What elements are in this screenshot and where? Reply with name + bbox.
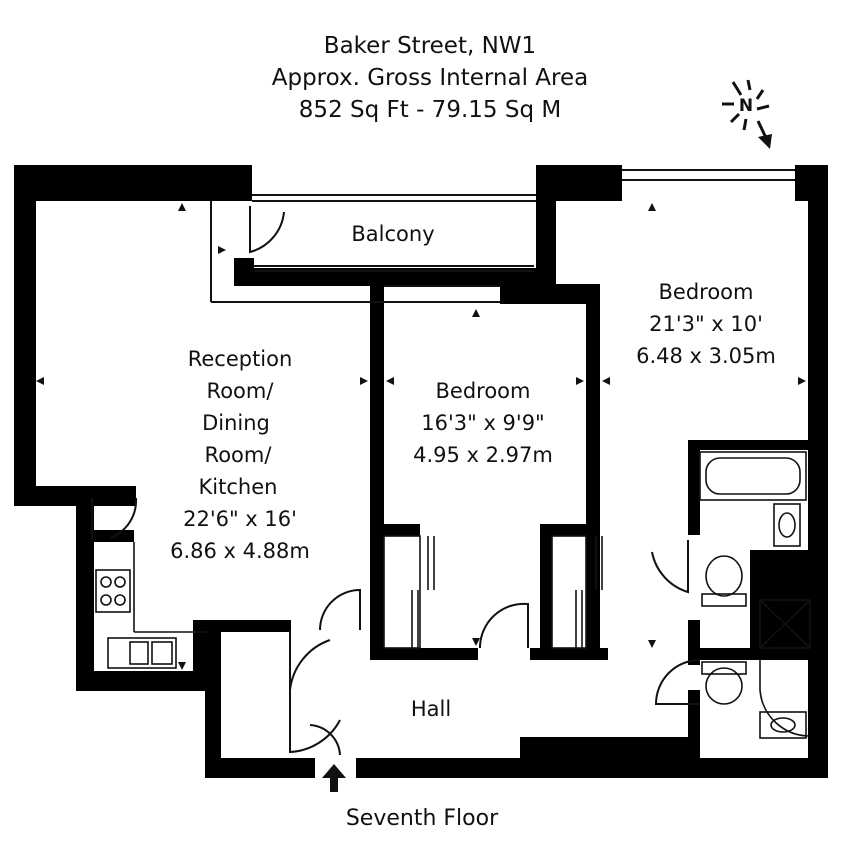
room-label-reception-5: Kitchen (199, 475, 278, 499)
room-dims-bedroom-1-imperial: 16'3" x 9'9" (421, 411, 544, 435)
plan-area-label: Approx. Gross Internal Area (271, 65, 589, 91)
dimension-markers (36, 203, 806, 670)
basin-icon (773, 503, 801, 547)
room-label-bedroom-1: Bedroom (436, 379, 531, 403)
entrance-arrow-icon (322, 764, 346, 792)
room-label-bedroom-2: Bedroom (659, 280, 754, 304)
plan-area-value: 852 Sq Ft - 79.15 Sq M (298, 97, 562, 123)
kitchen-fittings (95, 542, 210, 669)
room-dims-bedroom-1-metric: 4.95 x 2.97m (413, 443, 553, 467)
room-label-reception-2: Room/ (207, 379, 275, 403)
wardrobes (383, 535, 603, 649)
floor-label: Seventh Floor (346, 806, 499, 831)
outer-walls (14, 165, 828, 778)
room-label-reception-4: Room/ (205, 443, 273, 467)
room-dims-bedroom-2-metric: 6.48 x 3.05m (636, 344, 776, 368)
room-label-reception-1: Reception (188, 347, 293, 371)
compass-letter: N (739, 96, 753, 116)
room-label-balcony: Balcony (351, 222, 434, 246)
room-dims-reception-metric: 6.86 x 4.88m (170, 539, 310, 563)
room-dims-reception-imperial: 22'6" x 16' (183, 507, 297, 531)
room-label-hall: Hall (411, 697, 451, 721)
room-dims-bedroom-2-imperial: 21'3" x 10' (649, 312, 763, 336)
hob-icon (95, 569, 131, 613)
bathroom-fittings (699, 451, 811, 739)
doors (91, 206, 701, 756)
plan-address: Baker Street, NW1 (323, 33, 537, 59)
toilet-icon (701, 593, 747, 607)
sink-icon (107, 637, 177, 669)
compass-icon: N (722, 79, 772, 149)
shower-icon (759, 599, 811, 649)
room-label-reception-3: Dining (202, 411, 270, 435)
bathtub-icon (699, 451, 807, 501)
windows (210, 169, 795, 303)
